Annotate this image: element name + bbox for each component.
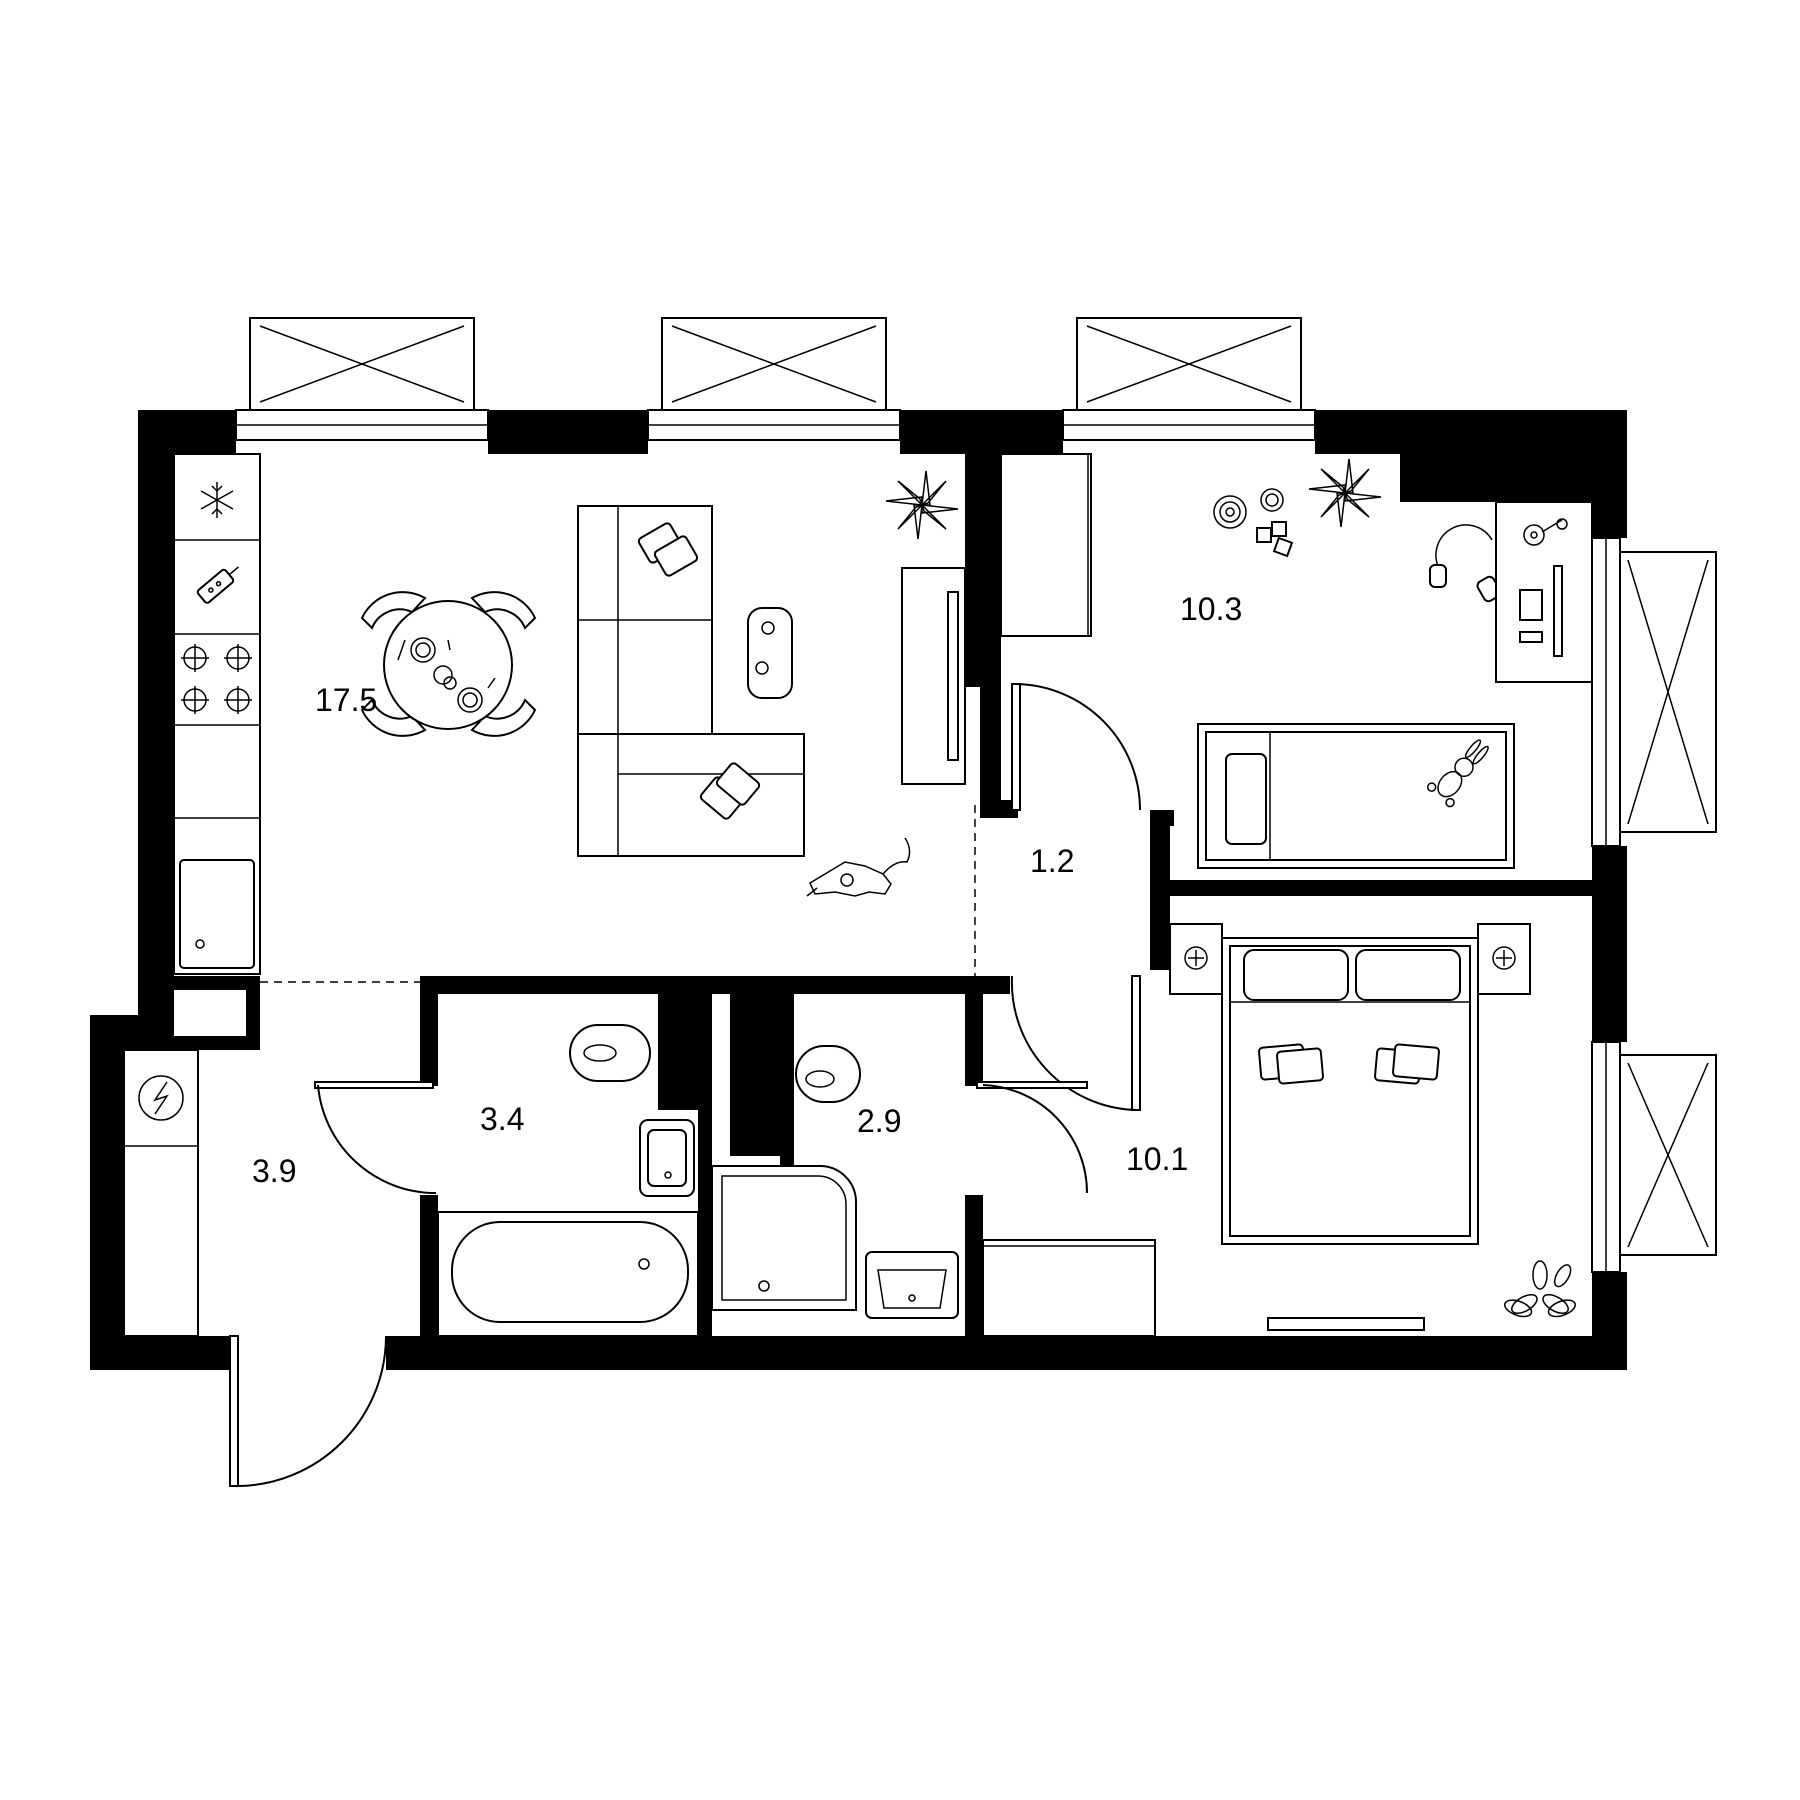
bathroom-sink (639, 1119, 695, 1197)
balcony-right-1 (1591, 537, 1717, 847)
toy-blocks-icon (1213, 488, 1294, 558)
sofa (577, 505, 805, 857)
balcony-top-1 (235, 317, 489, 441)
kitchen-sink (179, 859, 255, 969)
balcony-top-2 (647, 317, 901, 441)
room-area-bedroom-master: 10.1 (1126, 1141, 1188, 1177)
doors (229, 683, 1141, 1487)
room-area-corridor: 1.2 (1030, 843, 1074, 879)
fridge-snowflake-icon (200, 482, 234, 518)
walls (90, 410, 1627, 1370)
shower-sink (865, 1251, 959, 1319)
hall-wardrobe (123, 1049, 199, 1337)
nightstand-right (1477, 923, 1531, 995)
wardrobe-kids (1000, 453, 1092, 637)
room-area-bedroom-kids: 10.3 (1180, 591, 1242, 627)
cutting-board-icon (196, 566, 239, 604)
dining-table (360, 591, 537, 737)
room-area-bathroom: 3.4 (480, 1101, 524, 1137)
nightstand-left (1169, 923, 1223, 995)
turntable-icon (1523, 518, 1568, 546)
toy-bunny-icon (1426, 739, 1489, 808)
boiler-icon (138, 1075, 184, 1121)
double-bed (1221, 937, 1479, 1245)
wardrobe-master (982, 1239, 1156, 1337)
plant-icon (1504, 1260, 1576, 1318)
balcony-top-3 (1062, 317, 1316, 441)
bathroom-toilet (569, 1024, 651, 1082)
bathtub (437, 1211, 699, 1337)
plant-icon (1308, 458, 1382, 528)
desk (1495, 501, 1593, 683)
stove-icon (181, 644, 252, 714)
plant-icon (885, 470, 959, 540)
room-area-kitchen-living: 17.5 (315, 682, 377, 718)
headphones-icon (1429, 524, 1502, 603)
shower-tray (711, 1165, 857, 1311)
tv-stand (901, 567, 966, 785)
single-bed (1197, 723, 1515, 869)
room-area-shower-room: 2.9 (857, 1103, 901, 1139)
shower-toilet (795, 1045, 861, 1103)
dresser (1267, 1317, 1425, 1331)
dog-icon (806, 837, 911, 897)
balcony-right-2 (1591, 1041, 1717, 1273)
room-area-hallway: 3.9 (252, 1153, 296, 1189)
coffee-table (747, 607, 793, 699)
